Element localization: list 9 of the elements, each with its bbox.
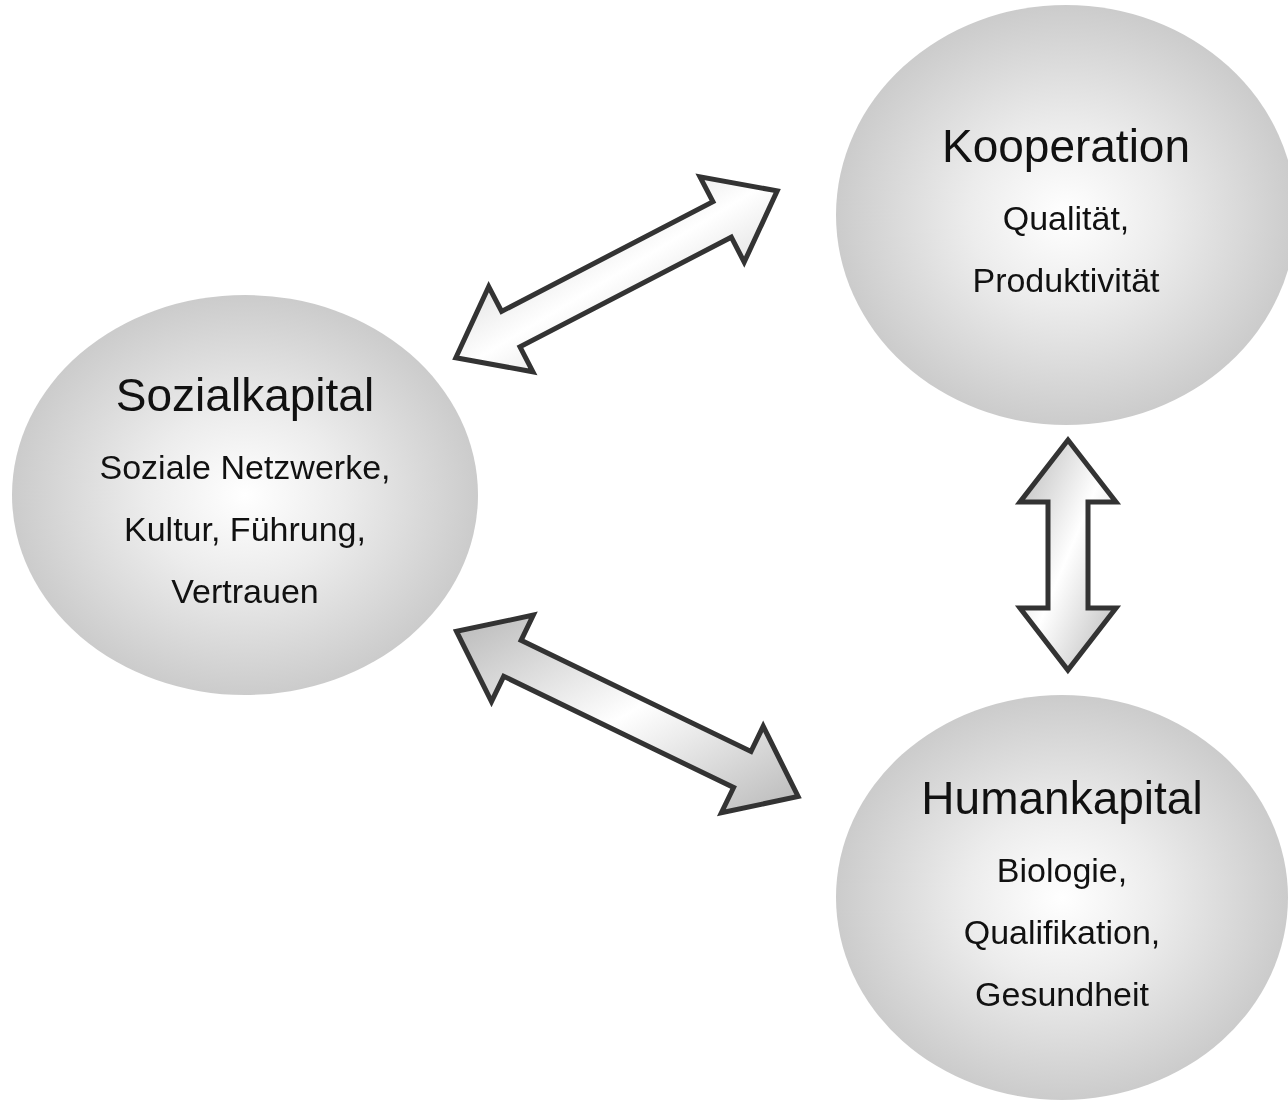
double-arrow [452,611,802,817]
node-title: Humankapital [921,770,1203,825]
node-description: Soziale Netzwerke, Kultur, Führung, Vertrauen [98,447,392,612]
node-title: Sozialkapital [115,368,375,422]
node-description: Qualität, Produktivität [971,198,1161,301]
double-arrow [452,173,781,376]
double-arrow [1014,435,1122,675]
node-title: Kooperation [941,119,1191,173]
node-description: Biologie, Qualifikation, Gesundheit [962,849,1162,1015]
